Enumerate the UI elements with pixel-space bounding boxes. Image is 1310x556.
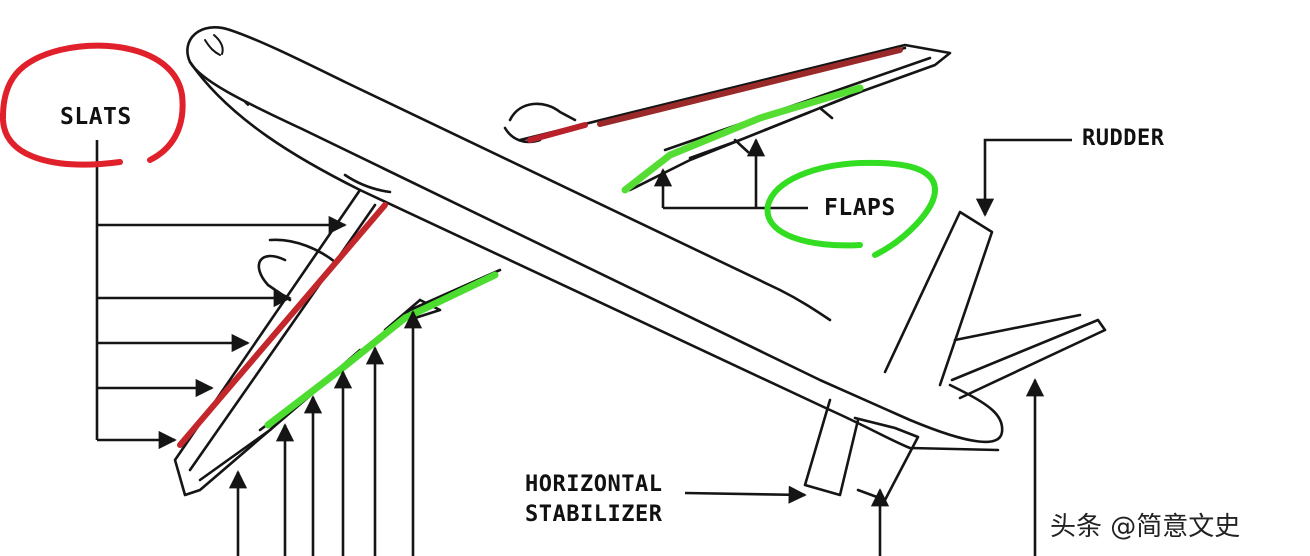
horizontal-stabilizer-line1: HORIZONTAL bbox=[525, 472, 663, 497]
slats-highlight-circle bbox=[0, 42, 186, 168]
horizontal-stabilizer-line2: STABILIZER bbox=[525, 502, 663, 527]
far-wing-slats bbox=[527, 122, 588, 143]
flaps-far-leader bbox=[653, 138, 808, 210]
slats-leader-lines bbox=[95, 140, 347, 450]
flaps-highlight-circle bbox=[764, 159, 939, 258]
horizontal-stabilizer-label: HORIZONTAL STABILIZER bbox=[525, 470, 662, 530]
near-wing-slats bbox=[177, 202, 388, 448]
slats-label: SLATS bbox=[60, 104, 132, 130]
rudder-label: RUDDER bbox=[1082, 126, 1165, 151]
far-wing bbox=[503, 43, 952, 192]
fuselage bbox=[186, 26, 1004, 452]
rudder-leader bbox=[975, 138, 1072, 217]
tail bbox=[778, 210, 1107, 502]
near-wing bbox=[173, 173, 502, 497]
flaps-label: FLAPS bbox=[824, 195, 896, 221]
watermark: 头条 @简意文史 bbox=[1050, 512, 1241, 542]
hstab-leader bbox=[684, 485, 807, 504]
far-wing-slat-line bbox=[597, 47, 903, 127]
flaps-leader-lines bbox=[228, 310, 423, 556]
far-wing-flaps bbox=[621, 84, 864, 194]
